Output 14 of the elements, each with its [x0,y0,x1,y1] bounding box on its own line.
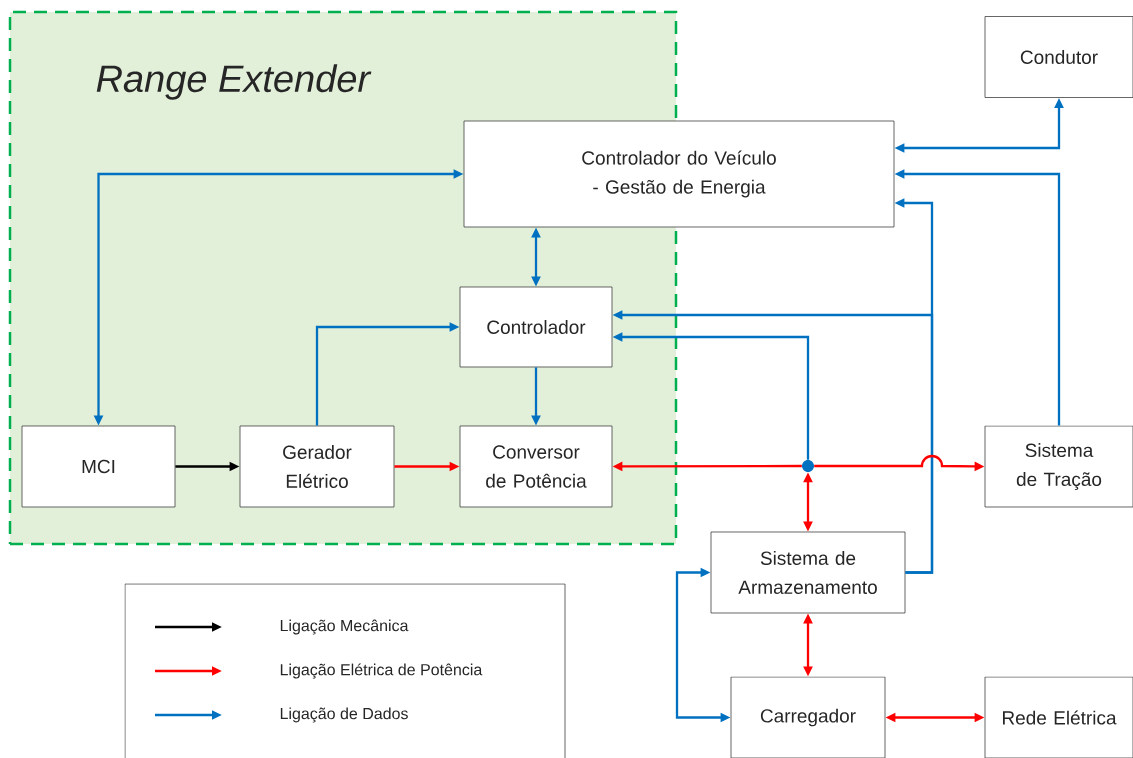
process-box: Gerador Elétrico [239,425,395,508]
region-heading: Range Extender [96,64,372,100]
process-box: Sistema de Armazenamento [710,531,906,614]
process-box: Carregador [730,676,886,758]
process-box: Conversor de Potência [459,425,613,508]
process-box: MCI [21,425,176,508]
process-box: Rede Elétrica [984,676,1133,758]
process-box: Controlador do Veículo - Gestão de Energia [463,120,895,228]
legend-text: Ligação Mecânica [280,619,409,635]
process-box: Sistema de Tração [984,425,1133,508]
legend-text: Ligação Elétrica de Potência [280,663,483,679]
process-box: Condutor [984,16,1133,98]
legend-text: Ligação de Dados [280,707,408,723]
process-box: Controlador [459,286,613,368]
